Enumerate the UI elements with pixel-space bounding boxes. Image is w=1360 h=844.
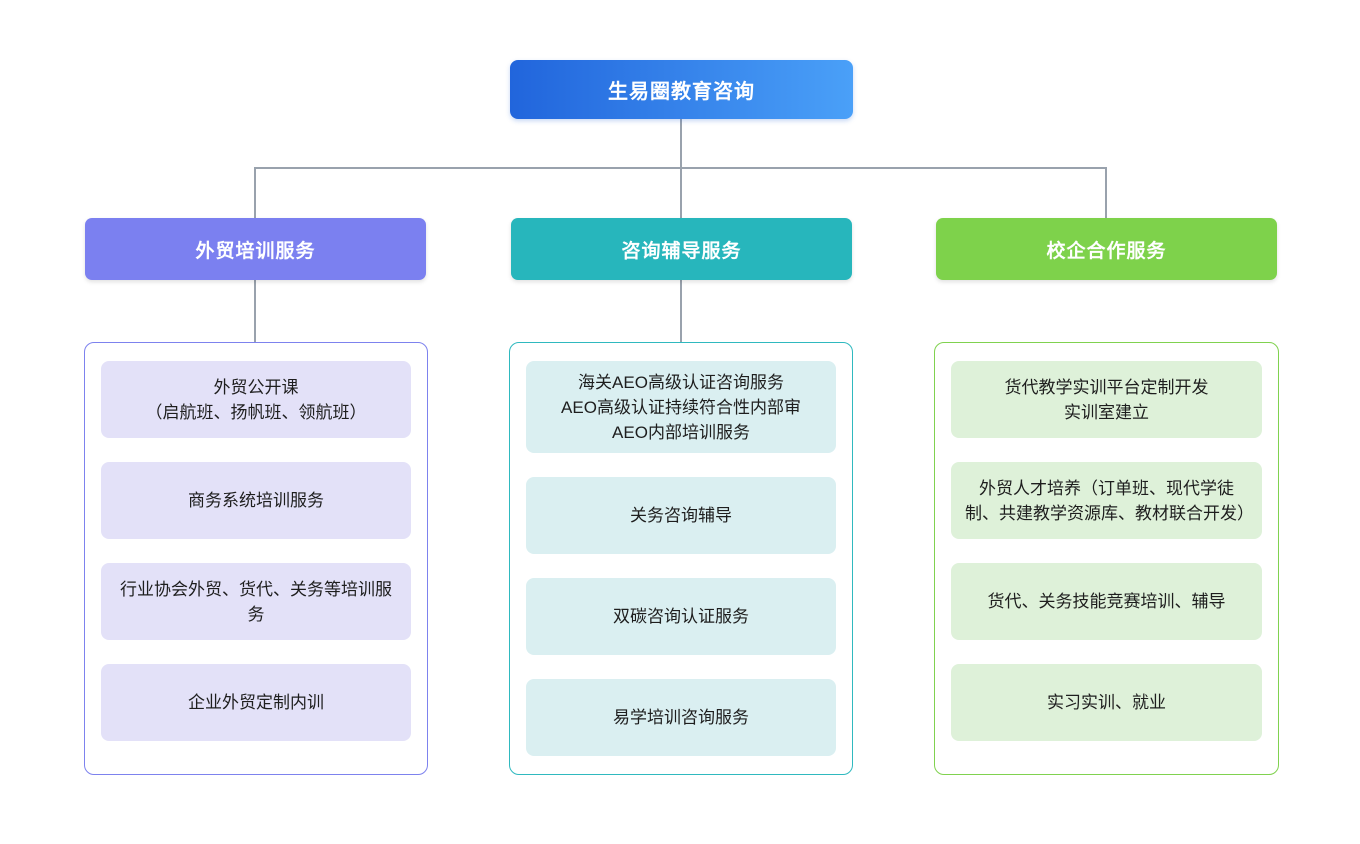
node-item[interactable]: 海关AEO高级认证咨询服务 AEO高级认证持续符合性内部审 AEO内部培训服务	[526, 361, 836, 453]
branch2-item-group: 海关AEO高级认证咨询服务 AEO高级认证持续符合性内部审 AEO内部培训服务 …	[509, 342, 853, 775]
node-item[interactable]: 企业外贸定制内训	[101, 664, 411, 741]
branch-header-foreign-trade-training[interactable]: 外贸培训服务	[85, 218, 426, 280]
connector-branch3-drop	[1105, 167, 1107, 218]
branch-header-label: 咨询辅导服务	[621, 240, 742, 262]
connector-branch1-drop	[254, 167, 256, 218]
node-item[interactable]: 双碳咨询认证服务	[526, 578, 836, 655]
branch-header-consulting-tutoring[interactable]: 咨询辅导服务	[511, 218, 852, 280]
node-item[interactable]: 外贸公开课 （启航班、扬帆班、领航班）	[101, 361, 411, 438]
node-item[interactable]: 行业协会外贸、货代、关务等培训服务	[101, 563, 411, 640]
node-item[interactable]: 实习实训、就业	[951, 664, 1262, 741]
branch1-item-group: 外贸公开课 （启航班、扬帆班、领航班） 商务系统培训服务 行业协会外贸、货代、关…	[84, 342, 428, 775]
node-item[interactable]: 货代、关务技能竞赛培训、辅导	[951, 563, 1262, 640]
node-item[interactable]: 关务咨询辅导	[526, 477, 836, 554]
node-item[interactable]: 外贸人才培养（订单班、现代学徒制、共建教学资源库、教材联合开发）	[951, 462, 1262, 539]
connector-branch2-drop	[680, 167, 682, 218]
branch3-item-group: 货代教学实训平台定制开发 实训室建立 外贸人才培养（订单班、现代学徒制、共建教学…	[934, 342, 1279, 775]
node-item[interactable]: 商务系统培训服务	[101, 462, 411, 539]
branch-header-school-enterprise-cooperation[interactable]: 校企合作服务	[936, 218, 1277, 280]
root-node[interactable]: 生易圈教育咨询	[510, 60, 853, 119]
connector-branch2-container	[680, 280, 682, 342]
root-node-label: 生易圈教育咨询	[608, 81, 755, 103]
branch-header-label: 外贸培训服务	[195, 240, 316, 262]
connector-branch1-container	[254, 280, 256, 342]
connector-root-down	[680, 119, 682, 167]
node-item[interactable]: 易学培训咨询服务	[526, 679, 836, 756]
node-item[interactable]: 货代教学实训平台定制开发 实训室建立	[951, 361, 1262, 438]
branch-header-label: 校企合作服务	[1046, 240, 1167, 262]
